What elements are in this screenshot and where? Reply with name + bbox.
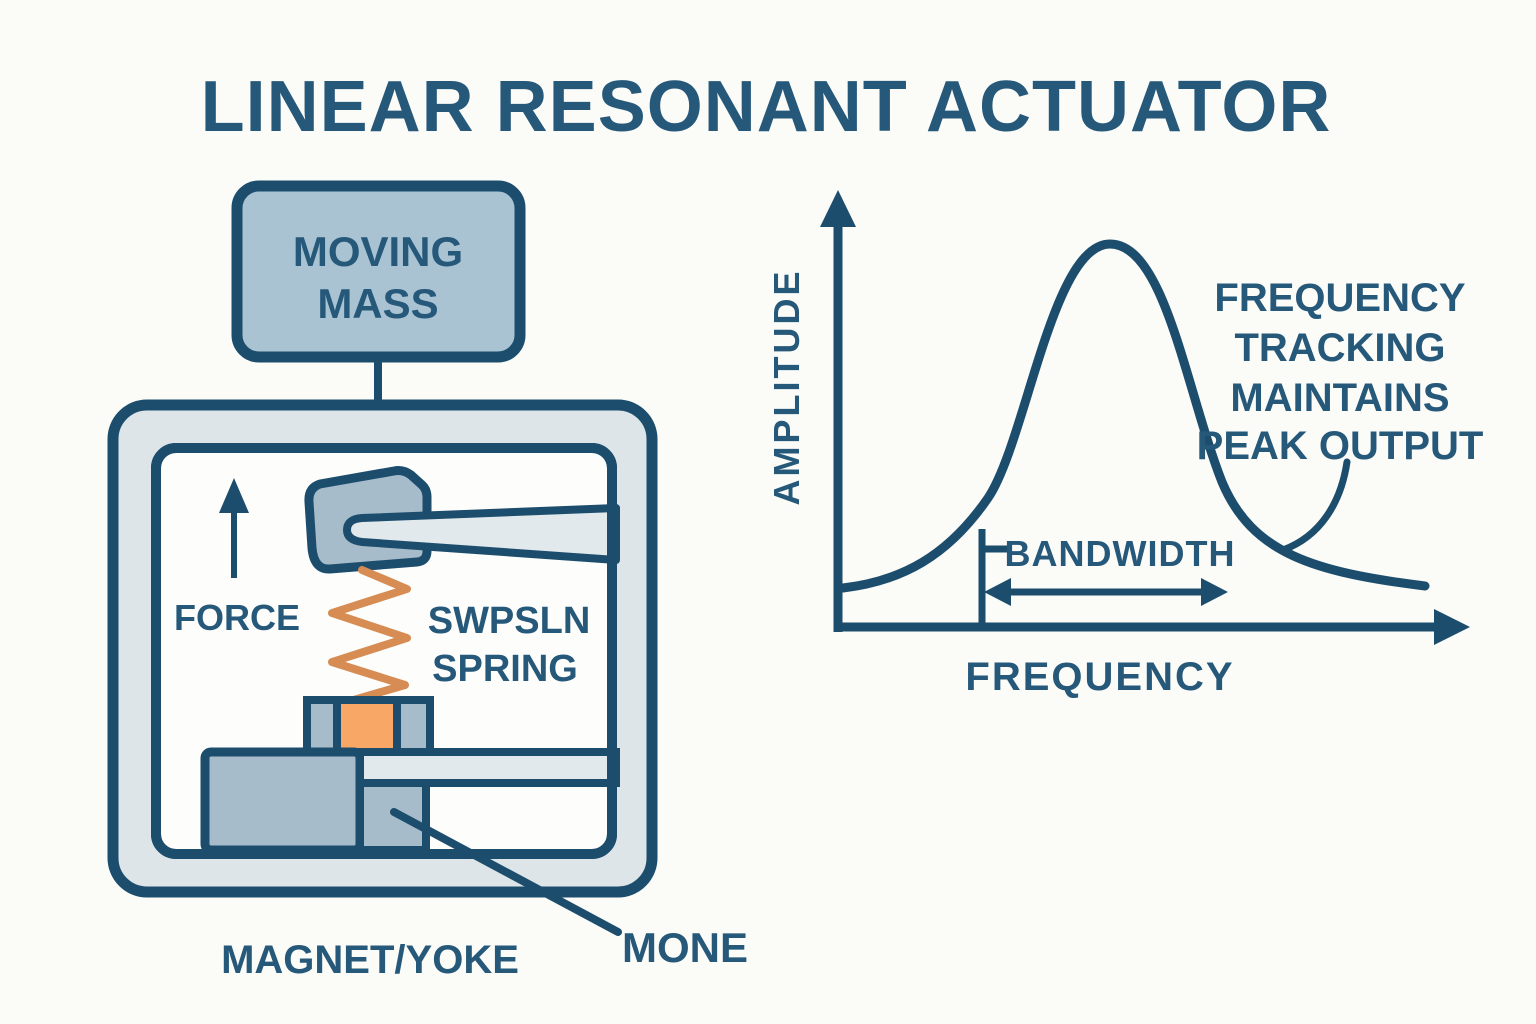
yoke-bar (356, 748, 620, 787)
spring-label-line2: SPRING (432, 648, 578, 690)
coil-label: MONE (622, 924, 748, 971)
housing-cavity-outline (151, 443, 617, 859)
magnet-yoke-label: MAGNET/YOKE (221, 938, 519, 982)
moving-mass-box (231, 180, 526, 363)
page-title: LINEAR RESONANT ACTUATOR (201, 67, 1332, 147)
spring-label-line1: SWPSLN (428, 600, 591, 642)
bandwidth-arrow-right-head (1201, 578, 1228, 606)
annotation-leader-curve (1279, 458, 1351, 554)
yoke-right-block (356, 779, 430, 854)
bandwidth-arrow-left-head (984, 578, 1011, 606)
y-axis-label: AMPLITUDE (766, 269, 807, 506)
spring (328, 566, 411, 708)
force-label: FORCE (174, 597, 300, 638)
resonance-curve (838, 239, 1430, 593)
yoke-left-block (200, 747, 365, 855)
moving-mass-label-line1: MOVING (293, 228, 463, 275)
magnet-core (333, 696, 401, 757)
annotation-line4: PEAK OUTPUT (1197, 424, 1484, 468)
response-chart: BANDWIDTH AMPLITUDE FREQUENCY FREQUENCY … (766, 190, 1483, 699)
annotation-line3: MAINTAINS (1230, 376, 1449, 420)
annotation-line1: FREQUENCY (1214, 276, 1465, 320)
force-arrow-head (219, 478, 249, 513)
x-axis-label: FREQUENCY (965, 655, 1234, 699)
actuator-diagram: MOVING MASS FORCE SWPSLN SPRING MAGNET/Y… (107, 180, 748, 982)
coil-leader-line (390, 808, 622, 936)
x-axis-arrowhead (1434, 609, 1470, 645)
y-axis-arrowhead (820, 190, 856, 227)
suspension-bar (343, 504, 620, 564)
bandwidth-label: BANDWIDTH (1005, 533, 1236, 574)
annotation-line2: TRACKING (1234, 326, 1445, 370)
moving-mass-label-line2: MASS (317, 280, 438, 327)
